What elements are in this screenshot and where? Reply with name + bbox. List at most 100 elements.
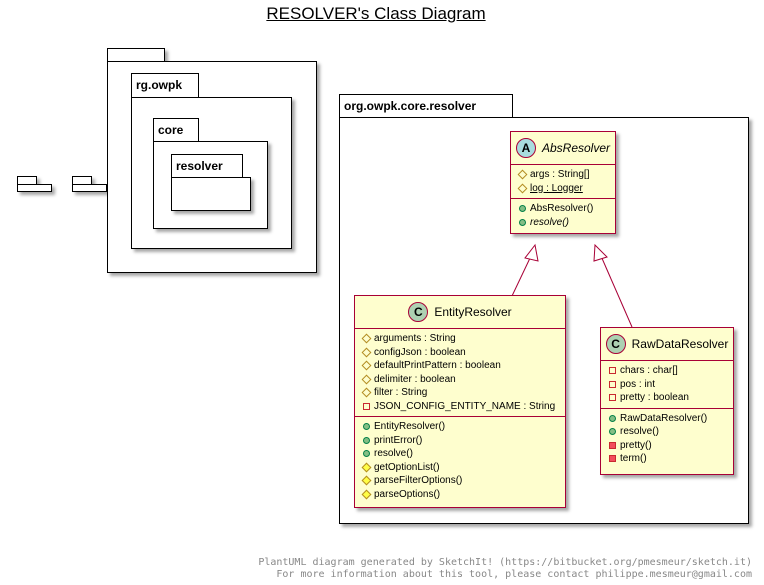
method-row: resolve(): [355, 447, 565, 461]
method-text: RawDataResolver(): [620, 412, 708, 424]
field-text: configJson : boolean: [374, 346, 466, 358]
protected-method-icon: [361, 462, 371, 473]
abstract-class-icon: A: [515, 138, 536, 158]
field-text: pos : int: [620, 378, 656, 390]
public-method-icon: [362, 436, 370, 444]
field-row: pretty : boolean: [601, 391, 733, 405]
package-resolver-label: resolver: [176, 159, 223, 173]
public-method-icon: [608, 428, 616, 436]
class-entity-resolver[interactable]: C EntityResolver arguments : String conf…: [354, 295, 566, 508]
private-field-icon: [608, 394, 616, 402]
field-row: defaultPrintPattern : boolean: [355, 359, 565, 373]
class-header: C EntityResolver: [355, 296, 565, 329]
package-rg-owpk-tab: rg.owpk: [131, 73, 199, 98]
tiny-package-tab-2-body: [72, 184, 107, 192]
class-icon: C: [408, 302, 429, 322]
field-text: chars : char[]: [620, 365, 678, 376]
footer-line-1: PlantUML diagram generated by SketchIt! …: [258, 557, 752, 568]
method-text: getOptionList(): [374, 461, 440, 473]
fields-section: chars : char[] pos : int pretty : boolea…: [601, 361, 733, 408]
methods-section: AbsResolver() resolve(): [511, 198, 615, 232]
field-row: pos : int: [601, 378, 733, 392]
protected-field-icon: [361, 360, 371, 371]
private-field-icon: [608, 380, 616, 388]
method-row: EntityResolver(): [355, 420, 565, 434]
class-name: AbsResolver: [541, 141, 611, 155]
protected-field-icon: [517, 169, 527, 180]
protected-field-icon: [361, 374, 371, 385]
protected-field-icon: [517, 183, 527, 194]
tiny-package-tab-1-body: [17, 184, 52, 192]
method-text: resolve(): [620, 426, 659, 437]
protected-method-icon: [361, 475, 371, 486]
field-text: arguments : String: [374, 333, 456, 344]
method-row: parseFilterOptions(): [355, 474, 565, 488]
method-text: parseOptions(): [374, 488, 441, 500]
public-method-icon: [362, 423, 370, 431]
field-text: args : String[]: [530, 169, 590, 180]
package-rg-owpk-label: rg.owpk: [136, 78, 183, 92]
public-method-icon: [518, 218, 526, 226]
package-resolver: [171, 177, 251, 211]
method-row: AbsResolver(): [511, 202, 615, 216]
method-text: parseFilterOptions(): [374, 475, 463, 486]
field-row: configJson : boolean: [355, 346, 565, 360]
method-row: resolve(): [511, 216, 615, 230]
protected-method-icon: [361, 489, 371, 500]
field-row: log : Logger: [511, 182, 615, 196]
package-main-tab: org.owpk.core.resolver: [339, 94, 513, 118]
field-text: pretty : boolean: [620, 392, 689, 403]
class-name: EntityResolver: [434, 305, 512, 319]
method-row: getOptionList(): [355, 461, 565, 475]
field-row: filter : String: [355, 386, 565, 400]
field-row: chars : char[]: [601, 364, 733, 378]
protected-field-icon: [361, 333, 371, 344]
field-text: filter : String: [374, 387, 428, 398]
fields-section: args : String[] log : Logger: [511, 165, 615, 198]
field-text: defaultPrintPattern : boolean: [374, 360, 501, 371]
methods-section: RawDataResolver() resolve() pretty() ter…: [601, 407, 733, 469]
private-method-icon: [608, 441, 616, 449]
class-abs-resolver[interactable]: A AbsResolver args : String[] log : Logg…: [510, 131, 616, 234]
class-raw-data-resolver[interactable]: C RawDataResolver chars : char[] pos : i…: [600, 327, 734, 475]
method-row: printError(): [355, 434, 565, 448]
class-name: RawDataResolver: [631, 337, 729, 351]
method-row: RawDataResolver(): [601, 412, 733, 426]
method-row: parseOptions(): [355, 488, 565, 502]
method-text: EntityResolver(): [374, 421, 446, 432]
protected-field-icon: [361, 347, 371, 358]
diagram-title: RESOLVER's Class Diagram: [266, 4, 486, 23]
field-row: JSON_CONFIG_ENTITY_NAME : String: [355, 400, 565, 414]
footer-line-2: For more information about this tool, pl…: [276, 569, 752, 580]
method-text: AbsResolver(): [530, 203, 594, 214]
methods-section: EntityResolver() printError() resolve() …: [355, 416, 565, 504]
field-text: JSON_CONFIG_ENTITY_NAME : String: [374, 400, 556, 412]
package-outer-tab: [107, 48, 165, 62]
method-text: resolve(): [374, 448, 413, 459]
class-header: C RawDataResolver: [601, 328, 733, 361]
class-header: A AbsResolver: [511, 132, 615, 165]
package-core-tab: core: [153, 118, 199, 142]
public-method-icon: [608, 414, 616, 422]
method-text: pretty(): [620, 439, 652, 451]
fields-section: arguments : String configJson : boolean …: [355, 329, 565, 416]
field-row: arguments : String: [355, 332, 565, 346]
method-text: printError(): [374, 434, 423, 446]
class-icon: C: [605, 334, 626, 354]
package-main-label: org.owpk.core.resolver: [344, 99, 477, 113]
field-row: args : String[]: [511, 168, 615, 182]
method-row: term(): [601, 452, 733, 466]
public-method-icon: [518, 205, 526, 213]
private-method-icon: [608, 455, 616, 463]
package-resolver-tab: resolver: [171, 154, 243, 178]
private-field-icon: [362, 402, 370, 410]
method-row: pretty(): [601, 439, 733, 453]
private-field-icon: [608, 367, 616, 375]
package-core-label: core: [158, 123, 184, 137]
field-row: delimiter : boolean: [355, 373, 565, 387]
public-method-icon: [362, 450, 370, 458]
method-text: term(): [620, 453, 647, 464]
method-row: resolve(): [601, 425, 733, 439]
method-text: resolve(): [530, 216, 569, 228]
field-text: log : Logger: [530, 182, 583, 194]
